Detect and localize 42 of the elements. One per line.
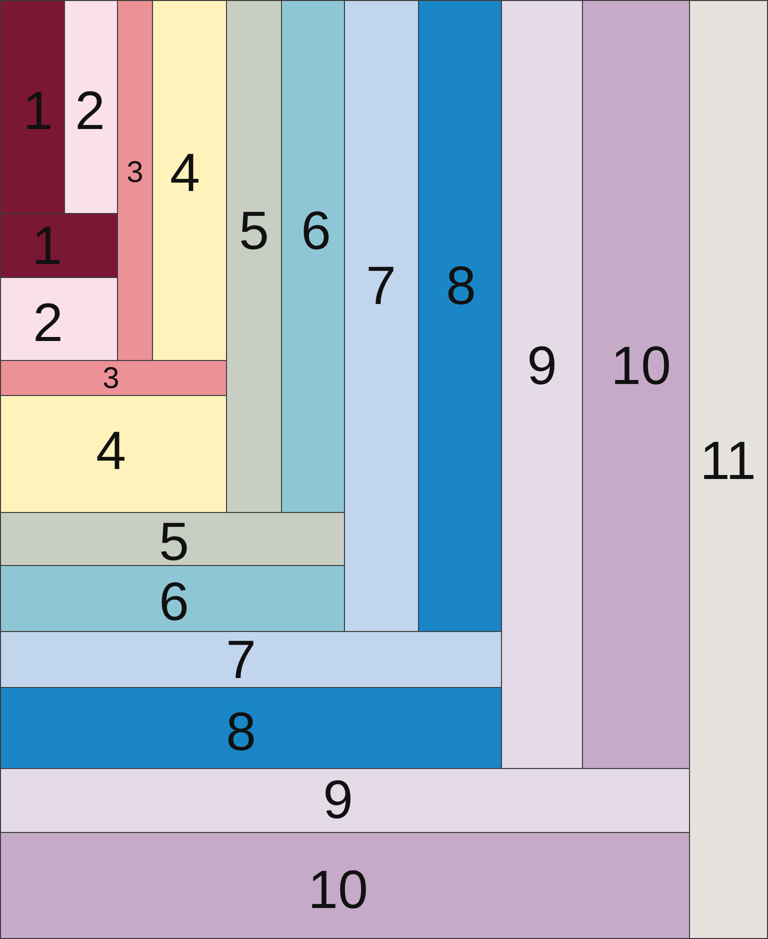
piece-number: 6 xyxy=(300,204,332,258)
piece-number: 1 xyxy=(32,219,62,273)
piece-number: 4 xyxy=(96,424,126,478)
piece-number: 8 xyxy=(446,259,476,313)
horizontal-strip xyxy=(0,768,690,833)
piece-number: 10 xyxy=(308,863,368,917)
piece-number: 1 xyxy=(22,84,54,138)
horizontal-strip xyxy=(0,213,118,278)
piece-number: 7 xyxy=(226,633,256,687)
piece-number: 5 xyxy=(238,204,270,258)
piece-number: 7 xyxy=(366,259,396,313)
piece-number: 10 xyxy=(610,339,672,393)
vertical-strip xyxy=(689,0,768,939)
horizontal-strip xyxy=(0,395,227,513)
vertical-strip xyxy=(281,0,345,513)
piece-number: 3 xyxy=(126,158,144,188)
piece-number: 4 xyxy=(170,146,200,200)
vertical-strip xyxy=(0,0,65,214)
vertical-strip xyxy=(117,0,153,361)
vertical-strip xyxy=(64,0,118,214)
piece-number: 11 xyxy=(700,434,756,488)
piece-number: 9 xyxy=(322,773,354,827)
vertical-strip xyxy=(226,0,282,513)
vertical-strip xyxy=(582,0,690,769)
piece-number: 2 xyxy=(32,296,64,350)
horizontal-strip xyxy=(0,277,118,361)
horizontal-strip xyxy=(0,565,345,632)
vertical-strip xyxy=(501,0,583,769)
vertical-strip xyxy=(152,0,227,361)
horizontal-strip xyxy=(0,360,227,396)
piece-number: 3 xyxy=(102,364,120,394)
vertical-strip xyxy=(344,0,419,632)
piece-number: 5 xyxy=(158,515,190,569)
piece-number: 6 xyxy=(158,575,190,629)
piece-number: 9 xyxy=(526,339,558,393)
vertical-strip xyxy=(418,0,502,632)
piece-number: 2 xyxy=(74,84,106,138)
horizontal-strip xyxy=(0,631,502,688)
horizontal-strip xyxy=(0,687,502,769)
horizontal-strip xyxy=(0,832,690,939)
piece-number: 8 xyxy=(226,705,256,759)
horizontal-strip xyxy=(0,512,345,566)
